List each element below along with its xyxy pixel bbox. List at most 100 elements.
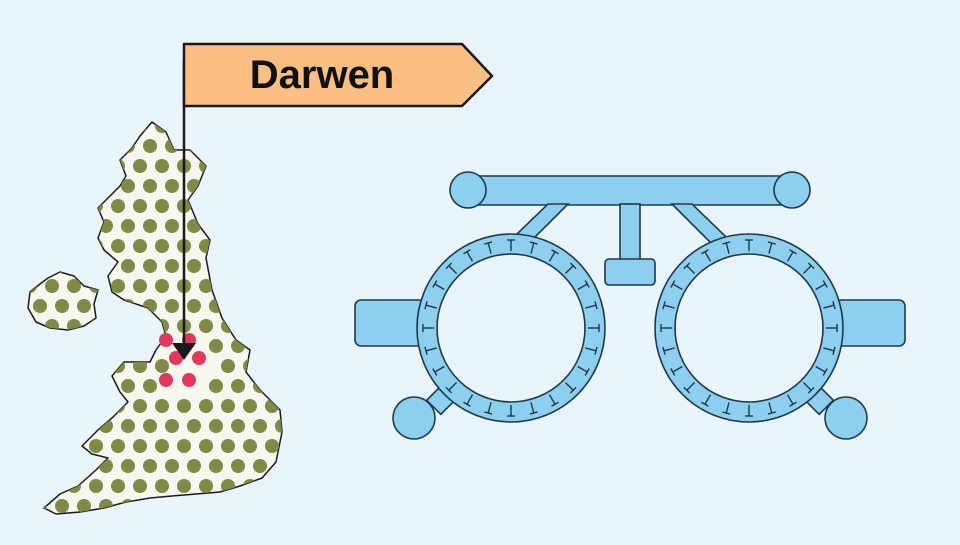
map-dot [99, 419, 113, 433]
map-dot [143, 259, 157, 273]
map-dot [243, 399, 257, 413]
lens-tick [577, 365, 590, 376]
location-pointer-arrow [172, 60, 196, 360]
map-dot [275, 259, 282, 273]
lens-tick [701, 249, 712, 262]
map-dot [99, 339, 113, 353]
lens-tick [484, 402, 493, 415]
map-dot [231, 419, 245, 433]
map-dot [28, 199, 37, 213]
map-dot [209, 259, 223, 273]
map-dot [111, 359, 125, 373]
map-dot [33, 339, 47, 353]
map-dot [33, 379, 47, 393]
map-dot [111, 439, 125, 453]
map-dot [275, 339, 282, 353]
lens-tick [823, 301, 836, 310]
map-dot [199, 122, 213, 133]
map-dot [177, 399, 191, 413]
map-dot [67, 319, 81, 333]
map-dot [99, 179, 113, 193]
lens-tick [670, 365, 683, 376]
trial-frame-glasses [354, 171, 906, 440]
right-lens-ring [654, 233, 844, 423]
map-dot [33, 259, 47, 273]
map-dot [28, 122, 37, 133]
map-dot [55, 419, 69, 433]
map-dot [89, 359, 103, 373]
lens-tick [662, 301, 675, 310]
map-dot [28, 159, 37, 173]
map-dot [265, 239, 279, 253]
map-dot [265, 199, 279, 213]
map-dot [231, 259, 245, 273]
map-dot [45, 279, 59, 293]
map-dot [99, 379, 113, 393]
map-dot [99, 459, 113, 473]
map-dot [187, 459, 201, 473]
lens-tick [823, 346, 836, 355]
map-dot [199, 239, 213, 253]
map-dot [111, 279, 125, 293]
map-dot [55, 139, 69, 153]
map-dot [187, 299, 201, 313]
map-dot [33, 419, 47, 433]
map-dot [33, 299, 47, 313]
lens-tick [445, 262, 458, 275]
map-dot [231, 459, 245, 473]
highlight-dot [169, 351, 183, 365]
map-dot [187, 219, 201, 233]
map-dot [253, 419, 267, 433]
map-dot [28, 399, 37, 413]
map-dot [243, 359, 257, 373]
map-dot [33, 139, 47, 153]
map-dot [67, 159, 81, 173]
map-dot [89, 239, 103, 253]
map-dot [121, 179, 135, 193]
map-dot [275, 499, 282, 513]
map-dot [67, 239, 81, 253]
lens-tick [432, 280, 445, 291]
map-dot [133, 359, 147, 373]
map-dot [265, 439, 279, 453]
map-dot [165, 299, 179, 313]
map-dot [155, 159, 169, 173]
uk-map [27, 121, 283, 515]
map-dot [45, 319, 59, 333]
lens-tick [548, 249, 559, 262]
map-dot [45, 122, 59, 133]
lens-tick [422, 324, 434, 332]
map-dot [231, 499, 245, 513]
map-dot [33, 219, 47, 233]
map-dot [133, 159, 147, 173]
highlight-dot [159, 333, 173, 347]
map-dot [199, 479, 213, 493]
map-dot [77, 299, 91, 313]
map-dot [253, 219, 267, 233]
map-dot [28, 439, 37, 453]
lens-tick [701, 394, 712, 407]
map-dot [89, 479, 103, 493]
map-dot [55, 299, 69, 313]
map-dot [243, 159, 257, 173]
map-dot [165, 179, 179, 193]
map-dot [121, 459, 135, 473]
location-flag: Darwen [182, 42, 494, 108]
map-dot [155, 319, 169, 333]
map-dot [165, 459, 179, 473]
map-dot [165, 259, 179, 273]
map-dot [155, 479, 169, 493]
map-dot [221, 439, 235, 453]
map-dot [111, 199, 125, 213]
lens-tick [767, 241, 776, 254]
left-lens-ticks [422, 239, 600, 417]
map-dot [55, 379, 69, 393]
map-dot [89, 122, 103, 133]
map-dot [77, 419, 91, 433]
lens-tick [529, 241, 538, 254]
lens-tick [722, 402, 731, 415]
map-dot [45, 239, 59, 253]
map-dot [89, 319, 103, 333]
lens-tick [507, 405, 515, 417]
